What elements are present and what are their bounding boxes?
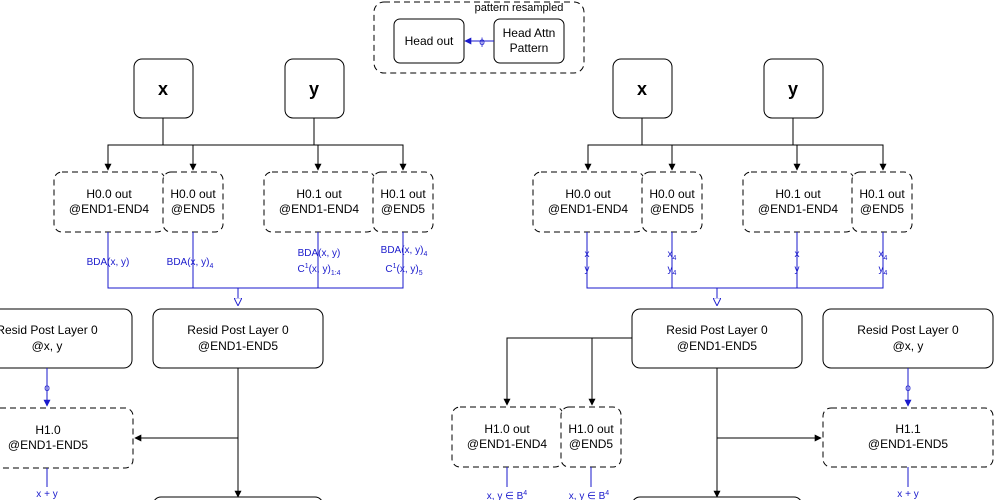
- left-label-h01b-line1: BDA(x, y)4: [381, 245, 428, 258]
- left-edge-x-h00b: [163, 144, 197, 171]
- right-h11-node: [822, 407, 994, 468]
- legend-caption: pattern resampled: [475, 2, 564, 14]
- right-h01-end5-line2: @END5: [860, 202, 905, 216]
- left-h00-end1-4-line1: H0.0 out: [86, 187, 132, 201]
- left-resid-end-line2: @END1-END5: [198, 339, 279, 353]
- right-label-h00b-1: x4: [668, 249, 677, 262]
- right-h00-end1-4-line1: H0.0 out: [565, 187, 611, 201]
- right-blue-bus: [586, 232, 884, 289]
- right-resid-xy-line1: Resid Post Layer 0: [857, 323, 959, 337]
- legend-phi: ϕ: [479, 37, 485, 48]
- legend-head-out-node: [393, 18, 465, 64]
- right-h10-end1-4-line1: H1.0 out: [484, 422, 530, 436]
- legend: pattern resampled Head out Head Attn Pat…: [373, 1, 585, 74]
- right-label-h00a-2: y: [585, 264, 590, 275]
- left-resid-xy-line2: @x, y: [32, 339, 63, 353]
- right-label-h00a-1: x: [585, 249, 590, 260]
- right-h01-end1-4-line2: @END1-END4: [758, 202, 839, 216]
- right-h00-end1-4-node: [532, 171, 645, 233]
- left-label-h01b-line2: C1(x, y)5: [385, 263, 422, 277]
- left-phi-label: ϕ: [44, 383, 50, 394]
- right-h10-end5-line2: @END5: [569, 437, 614, 451]
- right-h11-out-label: x + y: [897, 489, 918, 500]
- left-h10-node: [0, 407, 134, 469]
- left-h00-end1-4-node: [53, 171, 166, 233]
- legend-head-attn-line1: Head Attn: [503, 26, 556, 40]
- right-h10b-out-label: x, y ∈ B4: [569, 490, 610, 500]
- right-edge-x-bus: [672, 144, 798, 170]
- left-label-h00b: BDA(x, y)4: [167, 257, 214, 270]
- left-h01-end5-line1: H0.1 out: [380, 187, 426, 201]
- left-x-label: x: [158, 79, 168, 99]
- right-phi-label: ϕ: [905, 383, 911, 394]
- left-diagram: x y H0.0 out @END1-END4 H0.0 out @END5 H…: [0, 58, 434, 500]
- right-label-h01a-1: x: [795, 249, 800, 260]
- right-edge-resid-h10a: [503, 337, 632, 406]
- left-h00-end5-line1: H0.0 out: [170, 187, 216, 201]
- left-h10-line1: H1.0: [35, 423, 61, 437]
- left-label-h00a: BDA(x, y): [87, 257, 130, 268]
- right-h11-line1: H1.1: [895, 422, 921, 436]
- right-h01-end5-node: [851, 171, 913, 233]
- right-h10-end5-line1: H1.0 out: [568, 422, 614, 436]
- legend-head-out-label: Head out: [405, 34, 454, 48]
- right-label-h01b-1: x4: [879, 249, 888, 262]
- right-label-h01a-2: y: [795, 264, 800, 275]
- right-y-label: y: [788, 79, 798, 99]
- right-h11-line2: @END1-END5: [868, 437, 949, 451]
- left-h01-end5-line2: @END5: [381, 202, 426, 216]
- left-edge-x-h00a: [104, 118, 164, 171]
- right-next-node: [633, 496, 801, 500]
- right-resid-end-line2: @END1-END5: [677, 339, 758, 353]
- right-h01-end1-4-node: [742, 171, 855, 233]
- right-resid-end-line1: Resid Post Layer 0: [666, 323, 768, 337]
- left-h00-end5-line2: @END5: [171, 202, 216, 216]
- left-edge-y-h01b: [313, 118, 407, 171]
- left-next-node: [154, 496, 322, 500]
- right-h10a-out-label: x, y ∈ B4: [487, 490, 528, 500]
- right-h00-end1-4-line2: @END1-END4: [548, 202, 629, 216]
- right-label-h00b-2: y4: [668, 264, 677, 277]
- right-edge-y-h01b: [792, 118, 887, 171]
- left-resid-xy-node: [0, 308, 133, 369]
- right-edge-x-h00b: [642, 144, 676, 171]
- right-h00-end5-line1: H0.0 out: [649, 187, 695, 201]
- right-x-label: x: [637, 79, 647, 99]
- left-y-label: y: [309, 79, 319, 99]
- right-diagram: x y H0.0 out @END1-END4 H0.0 out @END5 H…: [451, 58, 994, 500]
- right-h10-end1-4-line2: @END1-END4: [467, 437, 548, 451]
- right-h01-end5-line1: H0.1 out: [859, 187, 905, 201]
- right-h01-end1-4-line1: H0.1 out: [775, 187, 821, 201]
- right-resid-xy-line2: @x, y: [893, 339, 924, 353]
- right-label-h01b-2: y4: [879, 264, 888, 277]
- left-resid-end-line1: Resid Post Layer 0: [187, 323, 289, 337]
- left-resid-xy-line1: Resid Post Layer 0: [0, 323, 98, 337]
- right-edge-x-h00a: [584, 118, 643, 171]
- left-blue-bus: [107, 232, 404, 289]
- left-label-h01a-line1: BDA(x, y): [298, 248, 341, 259]
- left-h10-line2: @END1-END5: [8, 438, 89, 452]
- right-h00-end5-line2: @END5: [650, 202, 695, 216]
- left-h01-end1-4-line2: @END1-END4: [279, 202, 360, 216]
- legend-head-attn-line2: Pattern: [510, 41, 549, 55]
- left-h10-out-label: x + y: [36, 489, 57, 500]
- left-label-h01a-line2: C1(x, y)1:4: [297, 263, 340, 277]
- left-edge-x-bus: [193, 144, 319, 170]
- left-h00-end1-4-line2: @END1-END4: [69, 202, 150, 216]
- left-h01-end1-4-node: [263, 171, 376, 233]
- left-h01-end1-4-line1: H0.1 out: [296, 187, 342, 201]
